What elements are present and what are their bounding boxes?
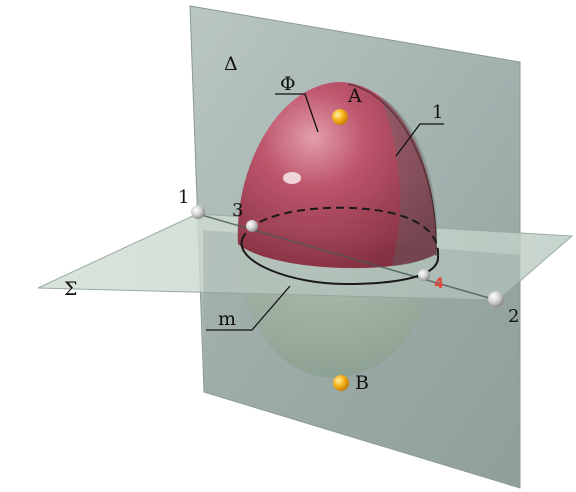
point-1-marker (191, 205, 205, 219)
ellipsoid-upper-half (237, 82, 437, 269)
label-point-b: B (355, 372, 369, 394)
label-point-2: 2 (508, 306, 519, 327)
label-point-4: 4 (434, 276, 444, 292)
label-sigma: Σ (64, 278, 77, 300)
ellipsoid-shadow-side (380, 96, 437, 266)
ellipsoid-highlight (283, 172, 301, 184)
point-4-marker (418, 269, 430, 281)
label-delta: Δ (224, 53, 238, 75)
label-curve-m: m (218, 308, 236, 330)
point-a-marker (332, 109, 348, 125)
label-meridian-1: 1 (432, 102, 443, 123)
label-point-3: 3 (232, 200, 243, 221)
leader-m (206, 285, 291, 331)
label-point-1: 1 (178, 187, 189, 208)
label-point-a: A (347, 85, 362, 107)
vertical-plane-lower-overlay (203, 230, 520, 488)
leader-meridian-1 (395, 123, 444, 157)
meridian-curve-1 (347, 83, 437, 257)
point-2-marker (488, 291, 504, 307)
point-b-marker (333, 375, 349, 391)
label-phi: Φ (280, 73, 296, 95)
leader-phi (275, 93, 319, 133)
point-3-marker (246, 220, 258, 232)
section-curve-m-back (241, 206, 440, 257)
